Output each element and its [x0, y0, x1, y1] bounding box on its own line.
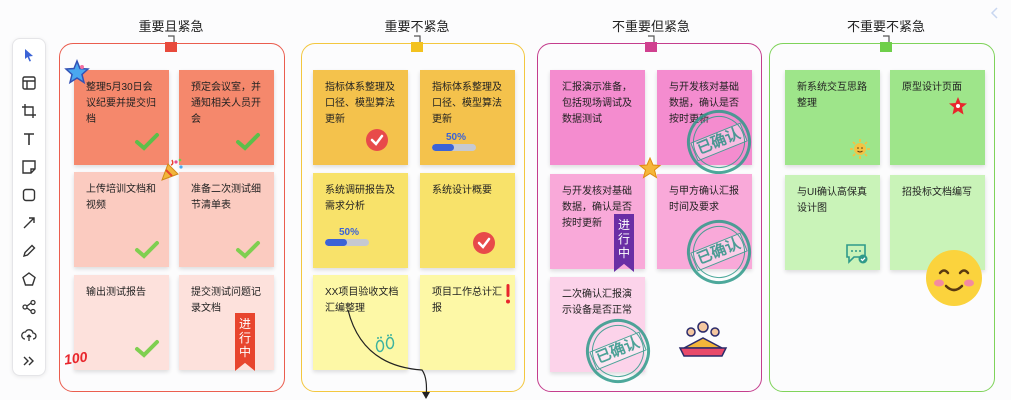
note-text: 整理5月30日会议纪要并提交归档 — [86, 82, 156, 125]
left-toolbar — [12, 38, 46, 376]
note-text: XX项目验收文档汇编整理 — [325, 287, 399, 314]
stamp-text: 已确认 — [589, 331, 647, 371]
stamp-text: 已确认 — [690, 122, 748, 162]
star-sticker-icon — [64, 59, 90, 85]
hundred-points-icon: 100 — [63, 348, 89, 368]
smiling-face-icon — [926, 250, 982, 306]
note-text: 汇报演示准备，包括现场调试及数据测试 — [562, 82, 632, 125]
sticky-note[interactable]: 提交测试问题记录文档 进行中 — [179, 275, 274, 371]
note-text: 项目工作总计汇报 — [432, 287, 502, 314]
checkmark-icon — [135, 340, 159, 358]
note-text: 与开发核对基础数据，确认是否按时更新 — [562, 186, 632, 229]
column-title-not-urgent-not-important: 不重要不紧急 — [846, 19, 925, 34]
checkmark-icon — [236, 241, 260, 259]
star-sticker-icon — [638, 156, 662, 179]
note-text: 二次确认汇报演示设备是否正常 — [562, 289, 632, 316]
connector-arrow[interactable] — [340, 308, 440, 400]
binder-clip-icon — [411, 35, 423, 52]
in-progress-ribbon: 进行中 — [614, 214, 634, 272]
note-text: 输出测试报告 — [86, 287, 146, 298]
sticky-note[interactable]: 准备二次测试细节清单表 — [179, 172, 274, 267]
party-popper-icon — [161, 158, 183, 181]
progress-bar — [432, 144, 476, 151]
sticky-note-icon[interactable] — [17, 155, 41, 179]
sticky-note[interactable]: 汇报演示准备，包括现场调试及数据测试 — [550, 70, 645, 165]
sticky-note[interactable]: 与UI确认高保真设计图 — [785, 175, 880, 270]
team-award-icon — [678, 321, 728, 357]
sticky-note[interactable]: 与开发核对基础数据，确认是否按时更新 进行中 — [550, 174, 645, 272]
sticky-note[interactable]: 二次确认汇报演示设备是否正常 已确认 — [550, 277, 660, 393]
sticky-note[interactable]: 整理5月30日会议纪要并提交归档 — [74, 70, 169, 165]
note-text: 与UI确认高保真设计图 — [797, 187, 867, 214]
sticky-note[interactable]: 新系统交互思路整理 — [785, 70, 880, 165]
sticky-note[interactable]: 原型设计页面 — [890, 70, 985, 165]
connector-icon[interactable] — [17, 211, 41, 235]
footprints-icon — [375, 334, 395, 353]
collapse-chevron-icon[interactable] — [988, 6, 1002, 20]
sticky-note[interactable]: 与开发核对基础数据，确认是否按时更新 已确认 — [657, 70, 761, 184]
binder-clip-icon — [645, 35, 657, 52]
column-title-urgent-important: 重要且紧急 — [138, 19, 204, 34]
note-text: 系统调研报告及需求分析 — [325, 185, 395, 212]
note-text: 预定会议室，并通知相关人员开会 — [191, 82, 261, 125]
sun-icon — [850, 139, 870, 159]
rectangle-icon[interactable] — [17, 183, 41, 207]
sticky-note[interactable]: 与甲方确认汇报时间及要求 已确认 — [657, 174, 761, 294]
crop-frame-icon[interactable] — [17, 99, 41, 123]
sticky-note[interactable]: 上传培训文档和视频 — [74, 172, 169, 267]
checkmark-icon — [236, 133, 260, 151]
progress-percent: 50% — [339, 227, 360, 238]
layout-icon[interactable] — [17, 71, 41, 95]
progress-fill — [432, 144, 454, 151]
column-title-important-not-urgent: 重要不紧急 — [384, 19, 450, 34]
sticky-note[interactable]: 指标体系整理及口径、模型算法更新 50% — [420, 70, 515, 165]
note-text: 指标体系整理及口径、模型算法更新 — [325, 82, 395, 125]
check-circle-icon — [366, 129, 388, 151]
exclamation-icon — [506, 284, 510, 304]
in-progress-ribbon: 进行中 — [235, 313, 255, 371]
progress-fill — [325, 239, 347, 246]
pen-icon[interactable] — [17, 239, 41, 263]
checkmark-icon — [135, 133, 159, 151]
sticky-note[interactable]: 招投标文档编写 — [890, 175, 985, 270]
pointer-icon[interactable] — [17, 43, 41, 67]
sticky-note[interactable]: 指标体系整理及口径、模型算法更新 — [313, 70, 408, 165]
checkmark-icon — [135, 241, 159, 259]
check-circle-icon — [473, 232, 495, 254]
binder-clip-icon — [165, 35, 177, 52]
sticky-note[interactable]: 项目工作总计汇报 — [420, 275, 515, 370]
polygon-icon[interactable] — [17, 267, 41, 291]
more-icon[interactable] — [17, 349, 41, 373]
sticky-note[interactable]: 系统设计概要 — [420, 173, 515, 268]
sticky-note[interactable]: 系统调研报告及需求分析 50% — [313, 173, 408, 268]
note-text: 上传培训文档和视频 — [86, 184, 156, 211]
star-sticker-icon — [949, 97, 967, 115]
sticky-note[interactable]: 预定会议室，并通知相关人员开会 — [179, 70, 274, 165]
note-text: 指标体系整理及口径、模型算法更新 — [432, 82, 502, 125]
note-text: 系统设计概要 — [432, 185, 492, 196]
chat-check-icon — [846, 244, 868, 264]
note-text: 与甲方确认汇报时间及要求 — [669, 186, 739, 213]
progress-percent: 50% — [446, 132, 467, 143]
text-icon[interactable] — [17, 127, 41, 151]
progress-bar — [325, 239, 369, 246]
column-title-urgent-not-important: 不重要但紧急 — [611, 19, 690, 34]
note-text: 招投标文档编写 — [902, 187, 972, 198]
note-text: 新系统交互思路整理 — [797, 82, 867, 109]
note-text: 提交测试问题记录文档 — [191, 287, 261, 314]
sticky-note[interactable]: 输出测试报告 — [74, 275, 169, 370]
stamp-text: 已确认 — [690, 232, 748, 272]
upload-icon[interactable] — [17, 323, 41, 347]
note-text: 原型设计页面 — [902, 82, 962, 93]
mindmap-icon[interactable] — [17, 295, 41, 319]
note-text: 准备二次测试细节清单表 — [191, 184, 261, 211]
binder-clip-icon — [880, 35, 892, 52]
sticky-note[interactable]: XX项目验收文档汇编整理 — [313, 275, 408, 370]
note-text: 与开发核对基础数据，确认是否按时更新 — [669, 82, 739, 125]
